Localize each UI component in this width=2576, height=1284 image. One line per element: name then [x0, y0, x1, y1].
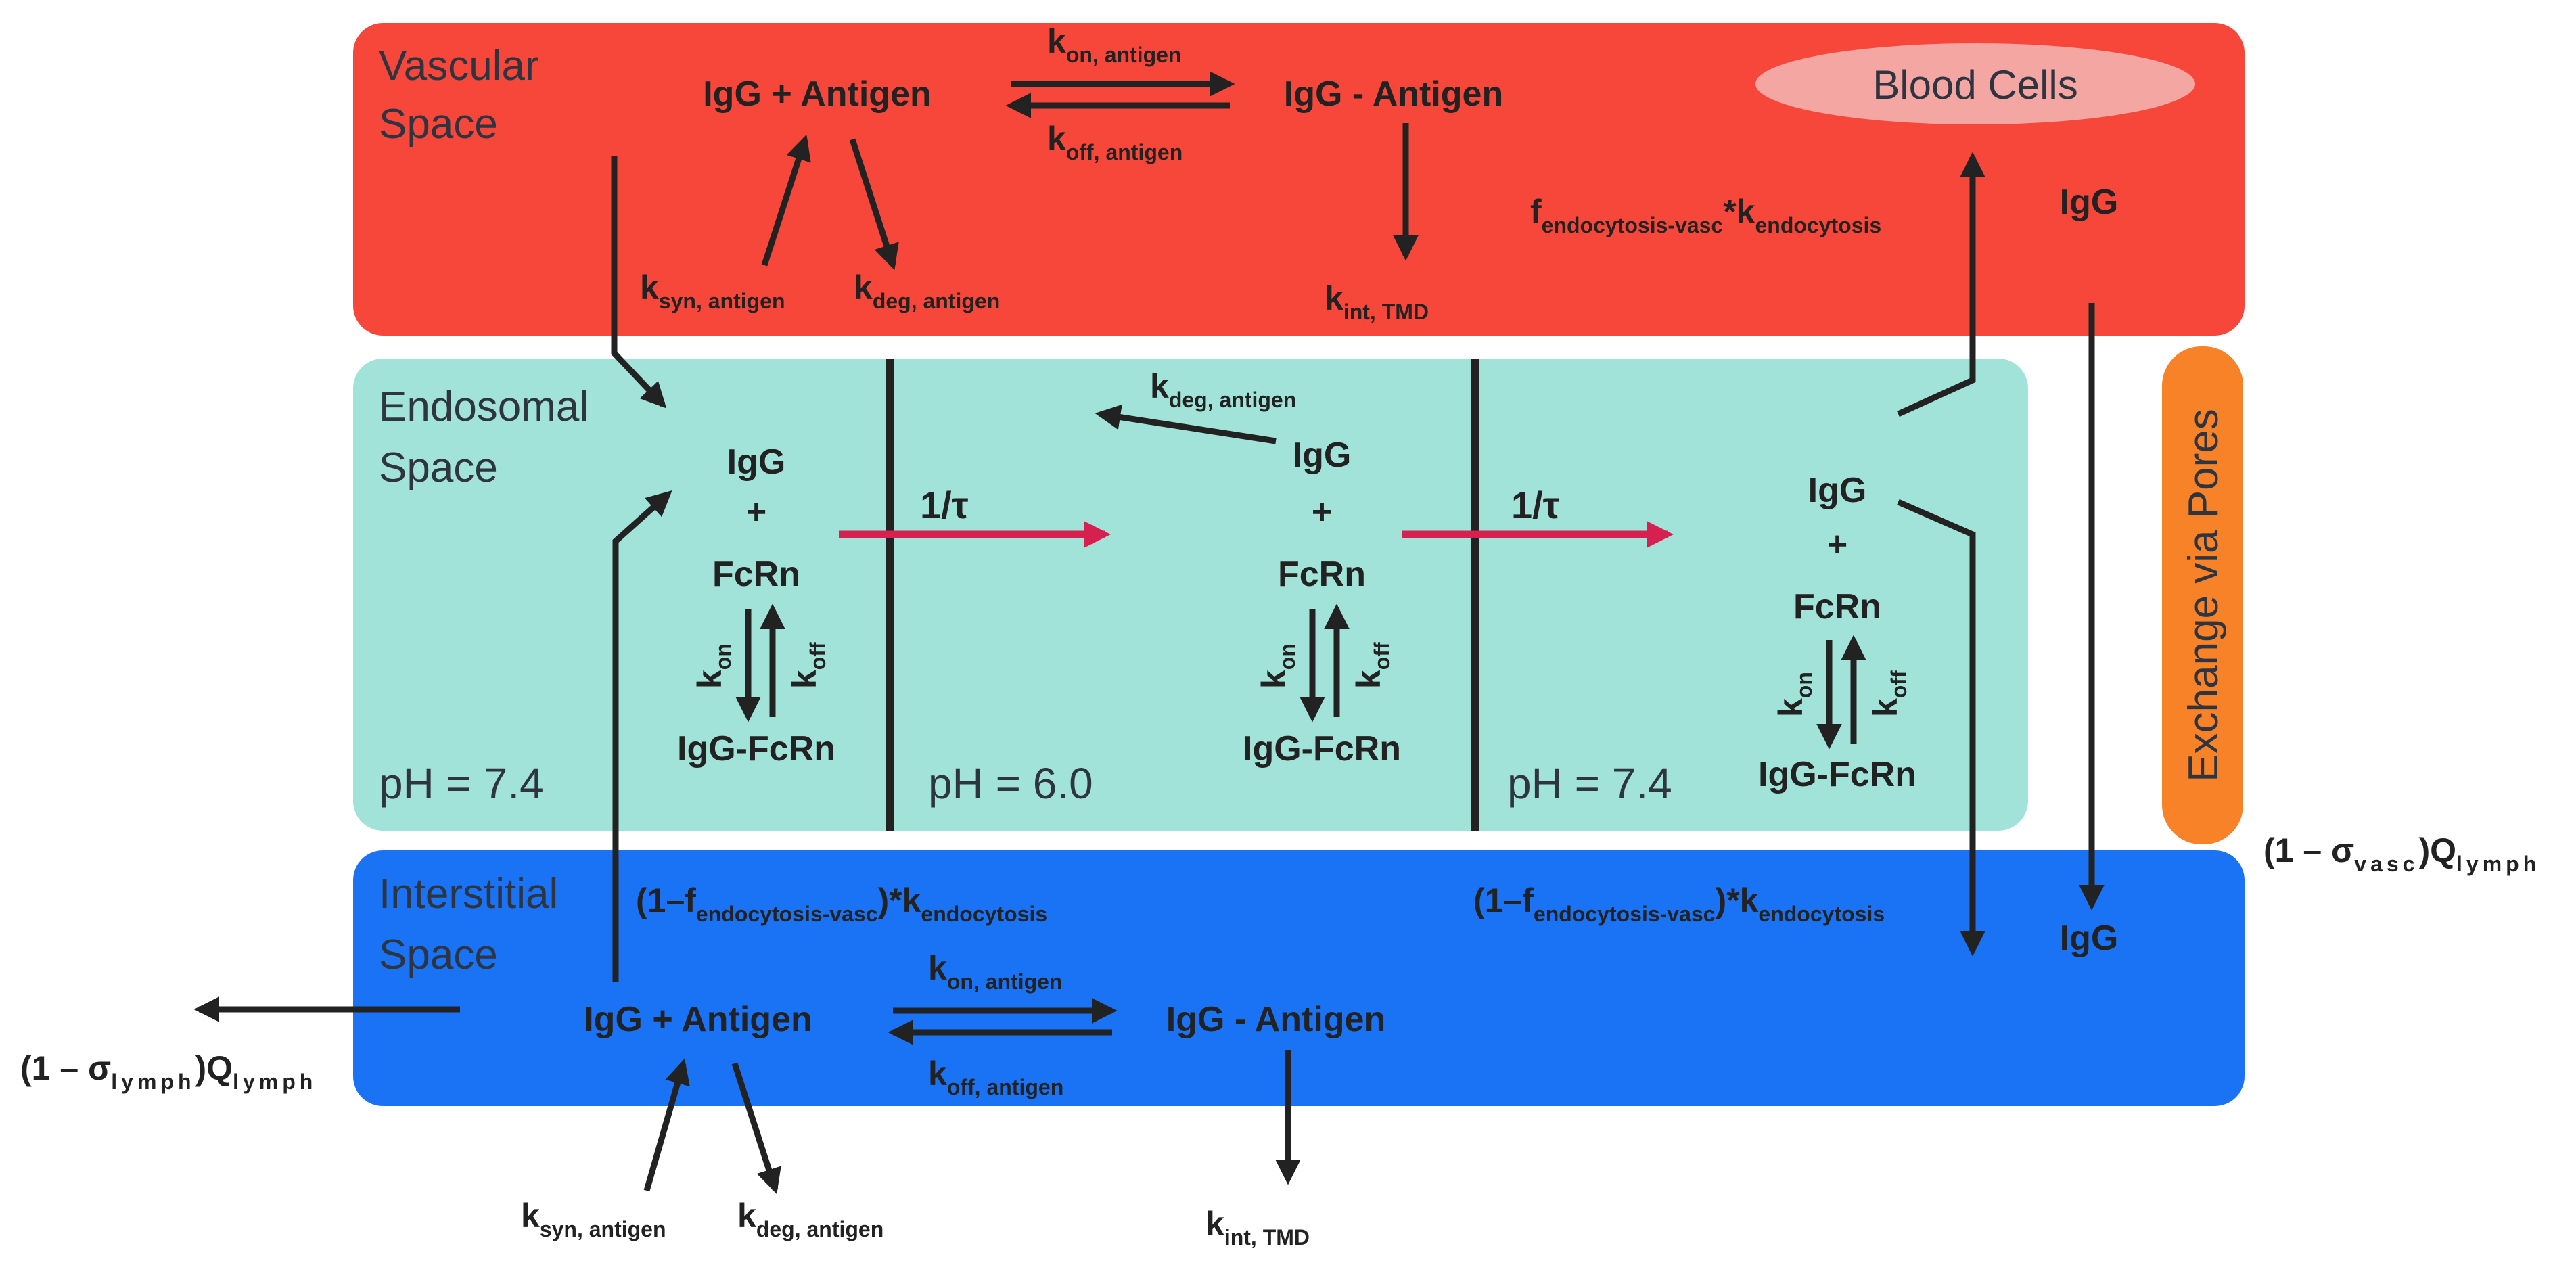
transit-rate-1: 1/τ: [920, 484, 969, 526]
interstitial-ksyn-label: ksyn, antigen: [521, 1197, 666, 1241]
exchange-pores-region: [2162, 346, 2243, 844]
endo-left-plus: +: [746, 492, 766, 532]
interstitial-endocytosis-rate-left: (1–fendocytosis-vasc)*kendocytosis: [636, 881, 1047, 926]
endo-mid-fcrn: FcRn: [1278, 555, 1366, 594]
vasc-to-endosome-arrow: [611, 156, 667, 409]
endosome-to-interstitial-arrow: [1897, 499, 1985, 957]
interstitial-koff-label: koff, antigen: [928, 1055, 1063, 1099]
interstitial-kdeg-label: kdeg, antigen: [737, 1197, 883, 1241]
vasc-igg-antigen-complex: IgG - Antigen: [1284, 74, 1503, 114]
endo-right-koff-label: koff: [1866, 670, 1911, 717]
vasc-kint-label: kint, TMD: [1325, 279, 1429, 324]
interstitial-kint-label: kint, TMD: [1205, 1205, 1310, 1249]
endo-mid-igg: IgG: [1293, 436, 1352, 475]
interstitial-igg-antigen-complex: IgG - Antigen: [1166, 1000, 1385, 1039]
ph-middle: pH = 6.0: [928, 759, 1093, 808]
ph-left: pH = 7.4: [379, 759, 544, 808]
blood-cells-ellipse: [1755, 43, 2195, 124]
endosomal-space-title-1: Endosomal: [379, 384, 589, 430]
vasc-kdeg-label: kdeg, antigen: [854, 269, 1000, 313]
vasc-kon-label: kon, antigen: [1047, 22, 1181, 67]
endo-right-igg-fcrn: IgG-FcRn: [1758, 755, 1916, 794]
vasc-igg-plus-antigen: IgG + Antigen: [703, 74, 932, 114]
endo-mid-plus: +: [1312, 492, 1332, 532]
vascular-space-region: [353, 23, 2245, 336]
endo-left-fcrn: FcRn: [712, 555, 800, 594]
vasc-ksyn-arrow: [761, 134, 811, 267]
transit-rate-2: 1/τ: [1511, 484, 1560, 526]
endo-mid-igg-fcrn: IgG-FcRn: [1243, 729, 1401, 769]
endosomal-space-title-2: Space: [379, 444, 498, 491]
endo-mid-kdeg-label: kdeg, antigen: [1150, 367, 1296, 412]
interstitial-igg: IgG: [2060, 919, 2119, 958]
vasc-koff-label: koff, antigen: [1047, 120, 1182, 164]
vasc-ksyn-label: ksyn, antigen: [640, 269, 785, 313]
endo-left-igg-fcrn: IgG-FcRn: [677, 729, 835, 769]
endosome-to-vascular-arrow: [1897, 152, 1985, 417]
vascular-space-title-2: Space: [379, 101, 498, 147]
ph-right: pH = 7.4: [1507, 759, 1672, 808]
vasc-kdeg-arrow: [849, 138, 899, 271]
vasc-endocytosis-rate: fendocytosis-vasc*kendocytosis: [1530, 193, 1881, 237]
interstitial-igg-plus-antigen: IgG + Antigen: [584, 1000, 812, 1039]
interstitial-space-title-2: Space: [379, 932, 498, 978]
interstitial-space-region: [353, 850, 2245, 1106]
vascular-lymph-flow-rate: (1 – σvasc)Qlymph: [2263, 831, 2540, 876]
interstitial-to-endosome-arrow: [612, 490, 672, 982]
endo-mid-koff-label: koff: [1350, 642, 1394, 689]
endo-mid-kon-label: kon: [1255, 643, 1300, 689]
endo-left-kon-label: kon: [691, 643, 735, 689]
endo-mid-kdeg-arrow: [1095, 404, 1276, 444]
endo-right-fcrn: FcRn: [1793, 587, 1881, 626]
blood-cells-label: Blood Cells: [1872, 62, 2078, 108]
interstitial-endocytosis-rate-right: (1–fendocytosis-vasc)*kendocytosis: [1473, 881, 1885, 926]
interstitial-kdeg-arrow: [731, 1062, 781, 1195]
interstitial-space-title-1: Interstitial: [379, 871, 558, 917]
vascular-space-title-1: Vascular: [379, 43, 539, 89]
endo-left-koff-label: koff: [785, 642, 830, 689]
exchange-pores-label: Exchange via Pores: [2180, 409, 2227, 781]
endo-left-igg: IgG: [727, 442, 786, 482]
lymph-outflow-rate: (1 – σlymph)Qlymph: [20, 1049, 317, 1094]
endo-right-plus: +: [1827, 525, 1847, 564]
interstitial-kon-label: kon, antigen: [928, 949, 1062, 994]
interstitial-ksyn-arrow: [643, 1058, 690, 1192]
endo-right-kon-label: kon: [1772, 672, 1816, 717]
endo-right-igg: IgG: [1808, 471, 1867, 510]
vasc-igg: IgG: [2060, 183, 2119, 222]
